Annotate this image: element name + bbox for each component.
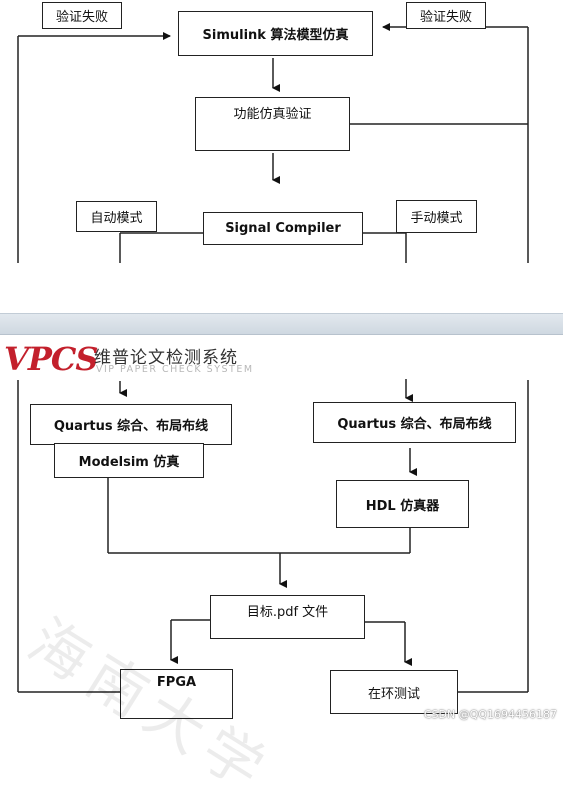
verify-fail-right-box: 验证失败 bbox=[406, 2, 486, 29]
function-sim-verify-box: 功能仿真验证 bbox=[195, 97, 350, 151]
manual-mode-box: 手动模式 bbox=[396, 200, 477, 233]
signal-compiler-box: Signal Compiler bbox=[203, 212, 363, 245]
quartus-right-box: Quartus 综合、布局布线 bbox=[313, 402, 516, 443]
auto-mode-box: 自动模式 bbox=[76, 201, 157, 232]
simulink-model-sim-box: Simulink 算法模型仿真 bbox=[178, 11, 373, 56]
vpcs-logo: VPCS bbox=[4, 340, 98, 378]
modelsim-sim-box: Modelsim 仿真 bbox=[54, 443, 204, 478]
logo-title: 维普论文检测系统 bbox=[94, 348, 238, 368]
verify-fail-left-box: 验证失败 bbox=[42, 2, 122, 29]
logo-subtitle: VIP PAPER CHECK SYSTEM bbox=[96, 364, 254, 375]
csdn-footer: CSDN @QQ1694456187 bbox=[423, 708, 557, 721]
target-pdf-file-box: 目标.pdf 文件 bbox=[210, 595, 365, 639]
flow-connectors bbox=[17, 23, 529, 693]
fpga-box: FPGA bbox=[120, 669, 233, 719]
page-separator-band bbox=[0, 313, 563, 335]
loop-test-box: 在环测试 bbox=[330, 670, 458, 714]
page-gap bbox=[0, 268, 563, 313]
hdl-simulator-box: HDL 仿真器 bbox=[336, 480, 469, 528]
quartus-left-box: Quartus 综合、布局布线 bbox=[30, 404, 232, 445]
